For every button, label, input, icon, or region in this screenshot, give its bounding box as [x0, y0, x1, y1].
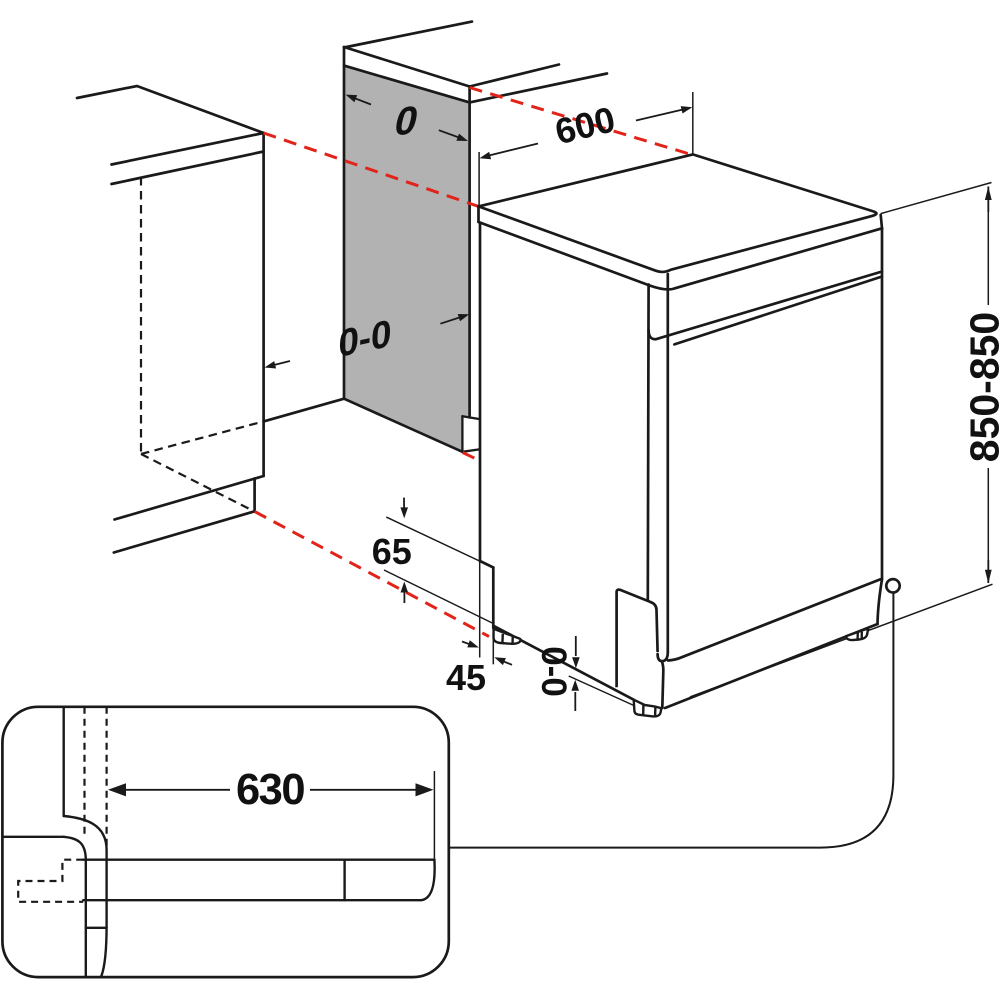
svg-text:0-0: 0-0: [534, 646, 573, 697]
svg-text:630: 630: [236, 766, 304, 814]
svg-text:600: 600: [551, 98, 619, 152]
svg-text:45: 45: [446, 657, 486, 698]
svg-text:65: 65: [372, 531, 412, 572]
svg-text:850-850: 850-850: [962, 312, 1000, 462]
